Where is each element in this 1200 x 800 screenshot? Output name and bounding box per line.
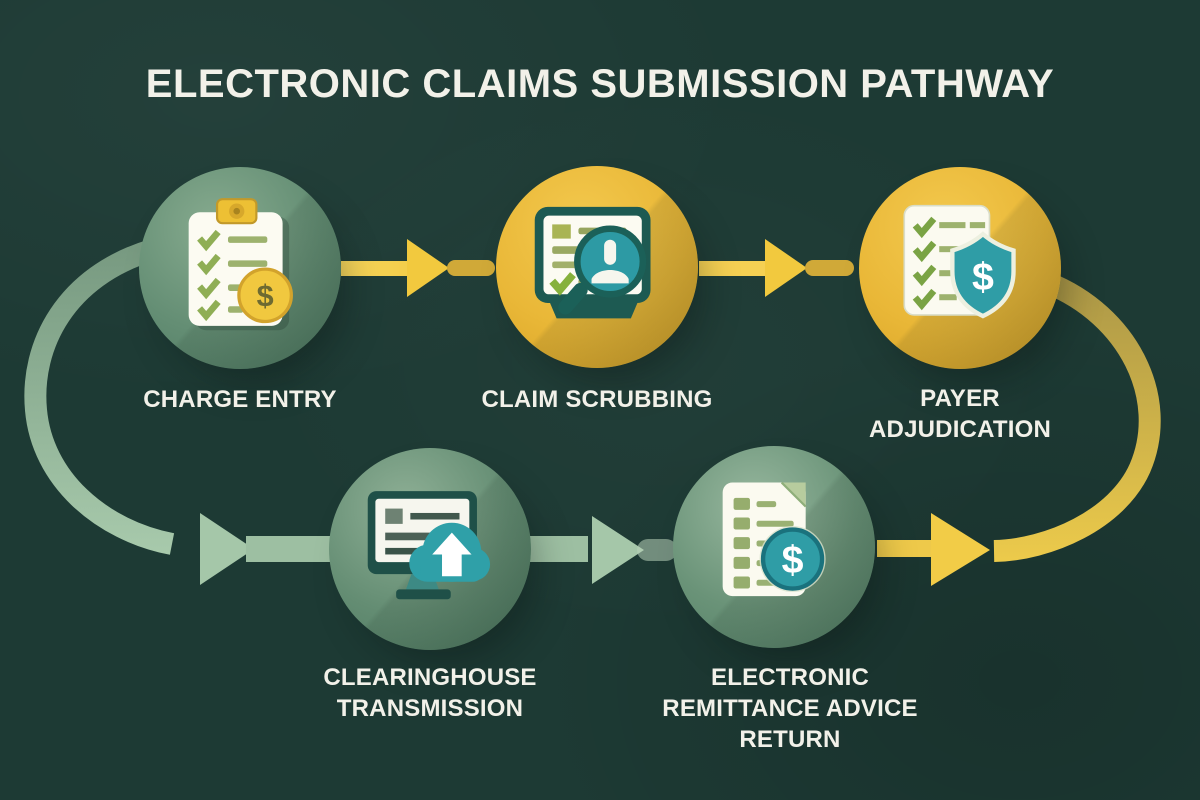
dollar-glyph: $ [257,279,274,313]
step-label-charge-entry: CHARGE ENTRY [143,386,337,413]
curve-left-arrowhead-icon [200,513,254,585]
diagram-title: ELECTRONIC CLAIMS SUBMISSION PATHWAY [145,62,1055,106]
arrow-scrubbing-to-payer-bar [699,261,769,276]
step-label-clearinghouse-transmission: CLEARINGHOUSE TRANSMISSION [323,664,537,723]
dollar-glyph: $ [782,538,804,582]
step-circle-payer-adjudication: $ [859,167,1061,369]
arrow-scrubbing-to-payer-arrowhead-icon [765,239,807,297]
arrow-charge-to-scrubbing-arrowhead-icon [407,239,449,297]
monitor-cloud-upload-icon [367,491,491,600]
step-label-payer-adjudication: PAYER ADJUDICATION [869,385,1051,444]
document-magnifier-person-icon [534,206,651,319]
arrow-charge-to-scrubbing-bar [341,261,411,276]
curve-left-connector [24,239,175,555]
dollar-glyph: $ [972,255,994,299]
document-shield-dollar-icon: $ [903,204,1016,319]
arrow-clearinghouse-to-era-icon [592,516,644,584]
step-circle-claim-scrubbing [496,166,698,368]
curve-right-connector [993,272,1161,562]
step-circle-charge-entry: $ [139,167,341,369]
step-label-era-return: ELECTRONIC REMITTANCE ADVICE RETURN [662,664,918,754]
step-circle-clearinghouse-transmission [329,448,531,650]
clipboard-checklist-dollar-icon: $ [188,198,293,331]
document-dollar-coin-icon: $ [722,481,826,597]
step-circle-era-return: $ [673,446,875,648]
arrow-era-bar [877,540,934,557]
arrow-era-arrowhead-icon [931,513,990,586]
step-label-claim-scrubbing: CLAIM SCRUBBING [481,386,713,413]
